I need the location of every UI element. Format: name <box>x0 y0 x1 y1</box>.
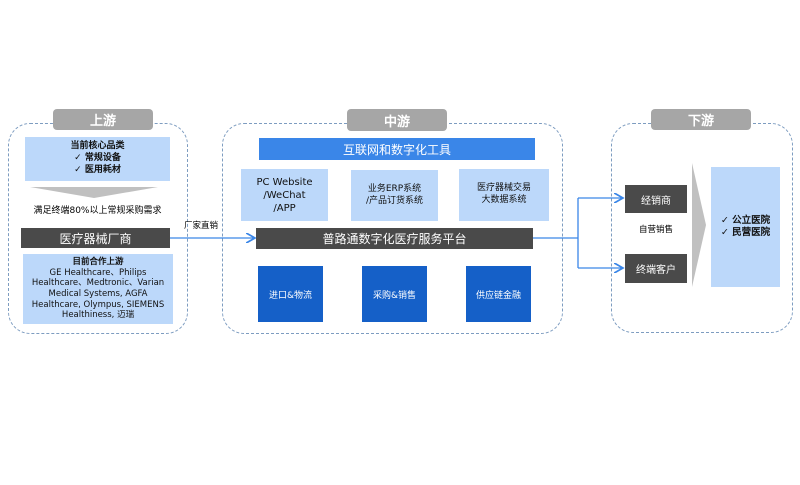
system-line: PC Website <box>256 176 313 188</box>
system-line: 大数据系统 <box>481 195 527 205</box>
platform-bar: 普路通数字化医疗服务平台 <box>256 228 533 249</box>
downstream-tag: 下游 <box>651 109 751 130</box>
service-logistics: 进口&物流 <box>258 266 323 322</box>
hospitals-box: ✓ 公立医院 ✓ 民营医院 <box>711 167 780 287</box>
down-chevron-shape <box>30 187 158 198</box>
core-item: ✓ 医用耗材 <box>74 164 121 175</box>
core-category-box: 当前核心品类 ✓ 常规设备 ✓ 医用耗材 <box>25 137 170 181</box>
system-line: /产品订货系统 <box>365 195 424 206</box>
system-line: /WeChat <box>263 189 306 201</box>
hospital-item: ✓ 公立医院 <box>720 214 771 226</box>
core-item: ✓ 常规设备 <box>74 153 121 164</box>
system-box-web: PC Website/WeChat/APP <box>241 169 328 221</box>
midstream-tag: 中游 <box>347 109 447 131</box>
system-line: 业务ERP系统 <box>367 183 422 194</box>
end-customer-box: 终端客户 <box>625 254 687 283</box>
digital-tools-bar: 互联网和数字化工具 <box>259 138 535 160</box>
system-line: 医疗器械交易 <box>476 183 531 194</box>
partners-list: GE Healthcare、Philips Healthcare、Medtron… <box>31 267 165 321</box>
upstream-tag: 上游 <box>53 109 153 130</box>
service-finance: 供应链金融 <box>466 266 531 322</box>
maker-bar: 医疗器械厂商 <box>21 228 170 248</box>
partners-box: 目前合作上游 GE Healthcare、Philips Healthcare、… <box>23 254 173 324</box>
core-title: 当前核心品类 <box>70 141 125 152</box>
right-chevron-shape <box>692 163 706 287</box>
hospital-item: ✓ 民营医院 <box>720 227 771 238</box>
dealer-box: 经销商 <box>625 185 687 213</box>
system-box-erp: 业务ERP系统/产品订货系统 <box>351 170 438 221</box>
partners-title: 目前合作上游 <box>72 257 124 268</box>
service-procurement: 采购&销售 <box>362 266 427 322</box>
coverage-text: 满足终端80%以上常规采购需求 <box>33 206 162 216</box>
direct-sales-label: 厂家直销 <box>184 221 219 231</box>
system-box-bigdata: 医疗器械交易大数据系统 <box>459 169 549 221</box>
self-sales-label: 自营销售 <box>638 225 673 235</box>
system-line: /APP <box>273 202 296 214</box>
